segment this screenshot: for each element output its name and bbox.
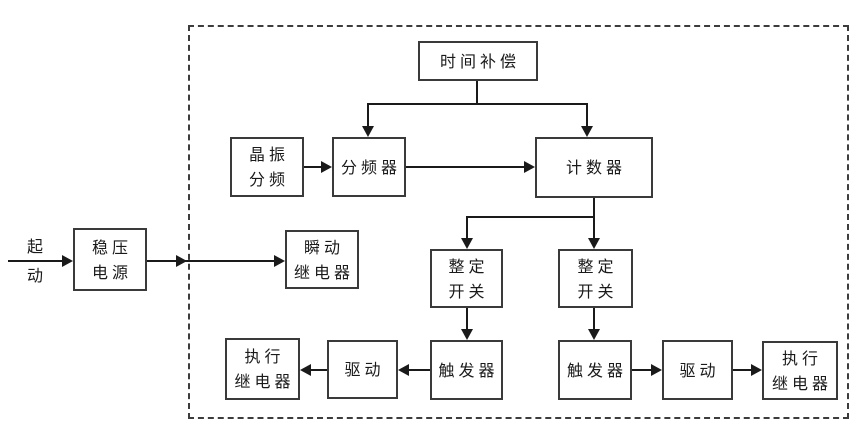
- box-counter-label: 计数器: [565, 158, 626, 177]
- arrowhead-counter-to-switch-right: [588, 238, 600, 249]
- arrowhead-power-at-boundary: [176, 255, 187, 267]
- box-power-supply-line1: 稳压: [91, 237, 132, 257]
- connector-timecomp-branch: [367, 103, 588, 105]
- box-freq-divider-label: 分频器: [340, 157, 401, 177]
- box-trigger-right-label: 触发器: [566, 360, 627, 380]
- box-setting-switch-left-line2: 开关: [448, 281, 489, 301]
- arrowhead-drive-right-to-exec: [751, 364, 762, 376]
- connector-counter-branch: [466, 216, 595, 218]
- box-drive-right: 驱动: [662, 340, 733, 400]
- box-freq-divider: 分频器: [332, 137, 406, 197]
- connector-power-to-instant-relay: [147, 260, 278, 262]
- connector-trigger-right-to-drive: [632, 369, 653, 371]
- box-trigger-right: 触发器: [558, 340, 632, 400]
- arrowhead-timecomp-to-counter: [581, 126, 593, 137]
- connector-trigger-left-to-drive: [408, 369, 430, 371]
- arrowhead-power-to-instant-relay: [274, 255, 285, 267]
- box-instant-relay-line1: 瞬动: [303, 237, 344, 257]
- box-exec-relay-right-line1: 执行: [781, 348, 822, 368]
- arrowhead-start-to-power: [62, 255, 73, 267]
- box-exec-relay-right: 执行 继电器: [762, 341, 838, 400]
- box-drive-left-label: 驱动: [344, 360, 385, 379]
- box-time-compensation-label: 时间补偿: [439, 51, 520, 71]
- connector-counter-stem: [593, 198, 595, 218]
- box-drive-right-label: 驱动: [679, 360, 720, 380]
- box-crystal-divider: 晶振 分频: [230, 137, 304, 197]
- arrowhead-crystal-to-freqdivider: [321, 161, 332, 173]
- box-instant-relay-line2: 继电器: [293, 262, 354, 282]
- arrowhead-drive-left-to-exec: [300, 364, 311, 376]
- box-trigger-left: 触发器: [430, 340, 503, 400]
- connector-crystal-to-freqdivider: [304, 166, 325, 168]
- dashed-boundary: [188, 25, 849, 419]
- box-exec-relay-left-line1: 执行: [244, 347, 285, 366]
- connector-timecomp-to-counter: [586, 103, 588, 127]
- box-drive-left: 驱动: [327, 340, 398, 399]
- connector-switch-left-to-trigger: [466, 308, 468, 330]
- box-setting-switch-left: 整定 开关: [430, 249, 503, 308]
- box-setting-switch-right-line1: 整定: [577, 256, 618, 276]
- connector-drive-right-to-exec: [733, 369, 753, 371]
- box-exec-relay-right-line2: 继电器: [771, 373, 832, 393]
- connector-drive-left-to-exec: [310, 369, 327, 371]
- arrowhead-switch-left-to-trigger: [461, 329, 473, 340]
- arrowhead-timecomp-to-freqdivider: [362, 126, 374, 137]
- arrowhead-trigger-right-to-drive: [651, 364, 662, 376]
- connector-counter-to-switch-right: [593, 216, 595, 239]
- start-label-line1: 起: [26, 237, 43, 256]
- connector-freqdivider-to-counter: [406, 166, 528, 168]
- start-label: 起 动: [20, 232, 50, 290]
- box-crystal-divider-line2: 分频: [248, 170, 289, 189]
- arrowhead-switch-right-to-trigger: [588, 329, 600, 340]
- start-label-line2: 动: [26, 266, 43, 285]
- connector-switch-right-to-trigger: [593, 308, 595, 330]
- box-setting-switch-right: 整定 开关: [558, 249, 633, 308]
- box-setting-switch-right-line2: 开关: [577, 281, 618, 301]
- box-exec-relay-left-line2: 继电器: [234, 372, 295, 391]
- arrowhead-counter-to-switch-left: [461, 238, 473, 249]
- connector-timecomp-stem: [476, 81, 478, 105]
- box-counter: 计数器: [535, 137, 653, 198]
- connector-timecomp-to-freqdivider: [367, 103, 369, 127]
- arrowhead-freqdivider-to-counter: [524, 161, 535, 173]
- box-instant-relay: 瞬动 继电器: [285, 230, 359, 289]
- box-setting-switch-left-line1: 整定: [448, 256, 489, 276]
- connector-start-to-power: [8, 260, 64, 262]
- box-trigger-left-label: 触发器: [438, 360, 499, 380]
- box-power-supply: 稳压 电源: [73, 228, 147, 291]
- box-exec-relay-left: 执行 继电器: [225, 338, 300, 400]
- arrowhead-trigger-left-to-drive: [398, 364, 409, 376]
- connector-counter-to-switch-left: [466, 216, 468, 239]
- box-power-supply-line2: 电源: [91, 262, 132, 282]
- box-time-compensation: 时间补偿: [418, 41, 538, 81]
- box-crystal-divider-line1: 晶振: [248, 145, 289, 164]
